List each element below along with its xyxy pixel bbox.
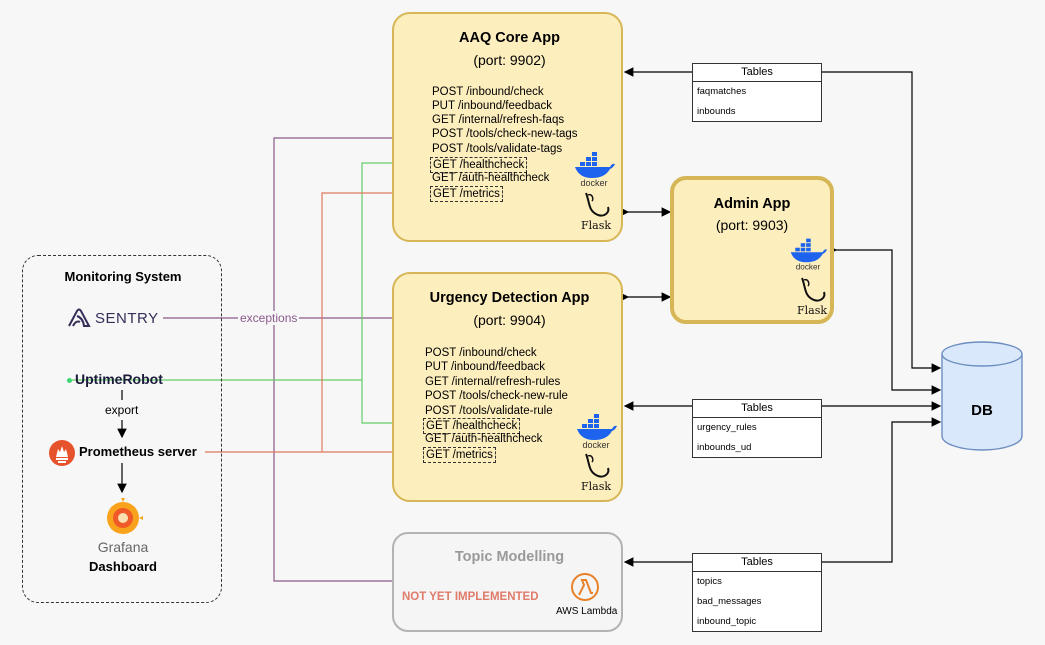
topic-title: Topic Modelling <box>454 549 565 565</box>
table-row: inbounds <box>697 106 736 117</box>
prometheus-icon <box>48 439 76 472</box>
urgency-app-box: Urgency Detection App (port: 9904) POST … <box>392 272 623 502</box>
aws-lambda-label: AWS Lambda <box>556 606 618 617</box>
uptimerobot-dot-icon <box>67 378 72 383</box>
endpoint: POST /tools/validate-rule <box>425 405 553 417</box>
topic-tables: Tables topics bad_messages inbound_topic <box>692 553 822 632</box>
endpoint-healthcheck: GET /healthcheck <box>430 157 528 173</box>
endpoint: GET /auth-healthcheck <box>425 433 543 445</box>
urgency-port: (port: 9904) <box>473 312 546 328</box>
sentry-icon <box>67 308 91 333</box>
table-row: faqmatches <box>697 86 747 97</box>
admin-app-box: Admin App (port: 9903) docker Flask <box>670 176 834 324</box>
uptimerobot-label: UptimeRobot <box>75 371 163 387</box>
db-links <box>623 67 942 567</box>
prometheus-label: Prometheus server <box>79 444 197 459</box>
not-implemented-label: NOT YET IMPLEMENTED <box>402 591 539 603</box>
admin-title: Admin App <box>713 196 791 212</box>
monitoring-title: Monitoring System <box>64 269 182 284</box>
docker-icon: docker <box>574 414 618 455</box>
table-header: Tables <box>693 400 821 418</box>
grafana-icon <box>103 498 143 543</box>
endpoint: POST /inbound/check <box>425 347 537 359</box>
aaq-core-title: AAQ Core App <box>459 30 560 46</box>
endpoint: GET /internal/refresh-rules <box>425 376 561 388</box>
aaq-core-app-box: AAQ Core App (port: 9902) POST /inbound/… <box>392 12 623 242</box>
topic-modelling-box: Topic Modelling NOT YET IMPLEMENTED AWS … <box>392 532 623 632</box>
sentry-label: SENTRY <box>95 310 159 327</box>
endpoint: POST /inbound/check <box>432 86 544 98</box>
aws-lambda-icon <box>570 572 600 607</box>
table-header: Tables <box>693 554 821 572</box>
endpoint: POST /tools/validate-tags <box>432 143 563 155</box>
svg-text:docker: docker <box>580 178 607 188</box>
svg-text:Flask: Flask <box>581 219 611 231</box>
table-row: inbounds_ud <box>697 442 752 453</box>
endpoint: POST /tools/check-new-tags <box>432 128 578 140</box>
urgency-title: Urgency Detection App <box>429 290 590 306</box>
urgency-tables: Tables urgency_rules inbounds_ud <box>692 399 822 458</box>
docker-icon: docker <box>572 152 616 193</box>
endpoint-healthcheck: GET /healthcheck <box>423 418 521 434</box>
svg-text:docker: docker <box>582 440 609 450</box>
docker-icon: docker <box>788 238 828 277</box>
endpoint: GET /internal/refresh-faqs <box>432 114 565 126</box>
table-row: urgency_rules <box>697 422 757 433</box>
flask-icon: Flask <box>796 274 830 321</box>
endpoint: PUT /inbound/feedback <box>425 361 545 373</box>
svg-text:Flask: Flask <box>581 480 611 492</box>
monitoring-system-box: Monitoring System SENTRY UptimeRobot exp… <box>22 255 222 603</box>
endpoint-metrics: GET /metrics <box>430 186 503 202</box>
flask-icon: Flask <box>580 189 614 236</box>
table-row: bad_messages <box>697 596 762 607</box>
svg-text:docker: docker <box>796 263 821 272</box>
endpoint: GET /auth-healthcheck <box>432 172 550 184</box>
endpoint: PUT /inbound/feedback <box>432 100 552 112</box>
svg-text:Flask: Flask <box>797 304 827 316</box>
exceptions-label: exceptions <box>238 311 300 325</box>
aaq-core-port: (port: 9902) <box>473 52 546 68</box>
endpoint-metrics: GET /metrics <box>423 447 496 463</box>
table-header: Tables <box>693 64 821 82</box>
table-row: topics <box>697 576 722 587</box>
dashboard-label: Dashboard <box>89 559 157 574</box>
endpoint: POST /tools/check-new-rule <box>425 390 568 402</box>
core-tables: Tables faqmatches inbounds <box>692 63 822 122</box>
grafana-label: Grafana <box>97 539 149 555</box>
export-label: export <box>105 403 139 417</box>
database-cylinder <box>940 340 1024 457</box>
table-row: inbound_topic <box>697 616 757 627</box>
db-label: DB <box>971 402 993 419</box>
admin-links <box>619 207 672 302</box>
flask-icon: Flask <box>580 450 614 497</box>
admin-port: (port: 9903) <box>715 217 789 233</box>
